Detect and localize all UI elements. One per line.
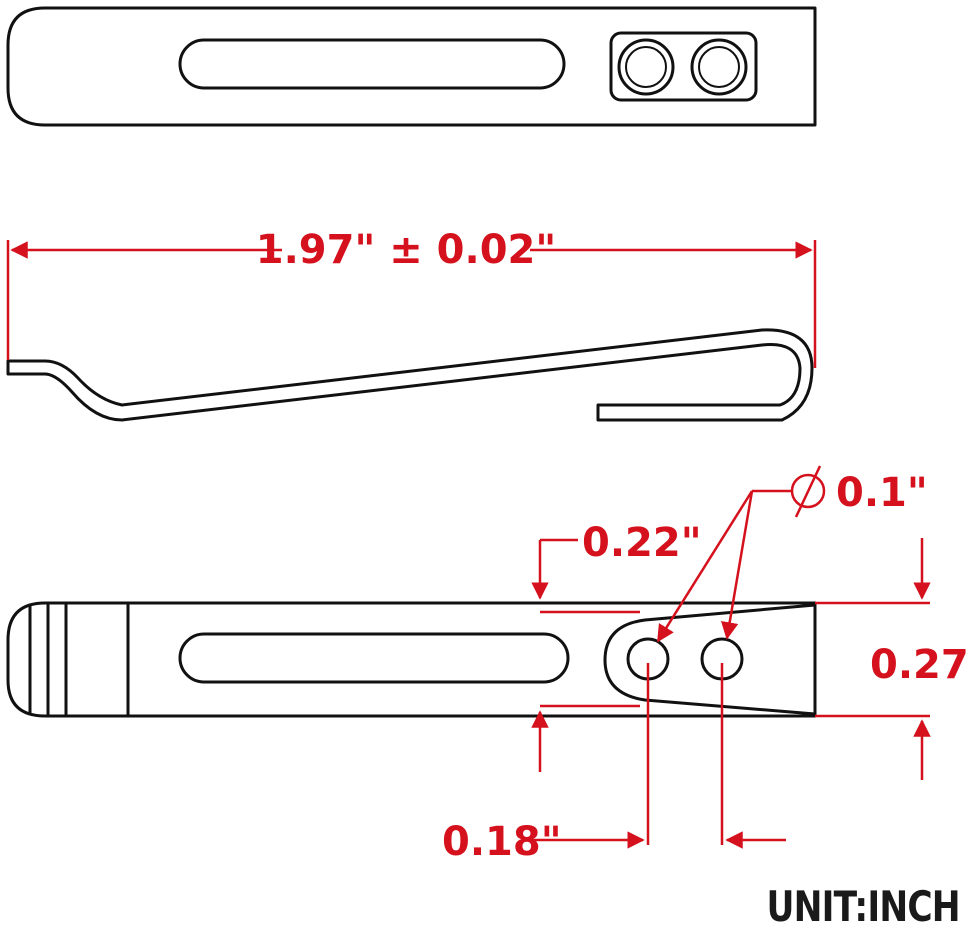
slot-cutout (178, 38, 566, 90)
clip-width-label: 0.27" (870, 642, 966, 688)
hole-offset-label: 0.22" (582, 520, 702, 566)
hole-diameter-label: 0.1" (836, 470, 928, 516)
hole-spacing-label: 0.18" (442, 819, 562, 865)
clip-side-view: 1.97" ± 0.02" (6, 227, 817, 422)
clip-top-view (6, 6, 817, 127)
unit-label: UNIT:INCH (766, 882, 961, 931)
screw-recess (609, 31, 758, 102)
clip-bottom-view: 0.22" 0.27" 0.1" 0.18" (6, 465, 966, 865)
slot-cutout (178, 632, 570, 684)
overall-length-label: 1.97" ± 0.02" (256, 227, 556, 273)
screw-hole-1 (617, 38, 675, 96)
screw-hole-2 (690, 38, 748, 96)
